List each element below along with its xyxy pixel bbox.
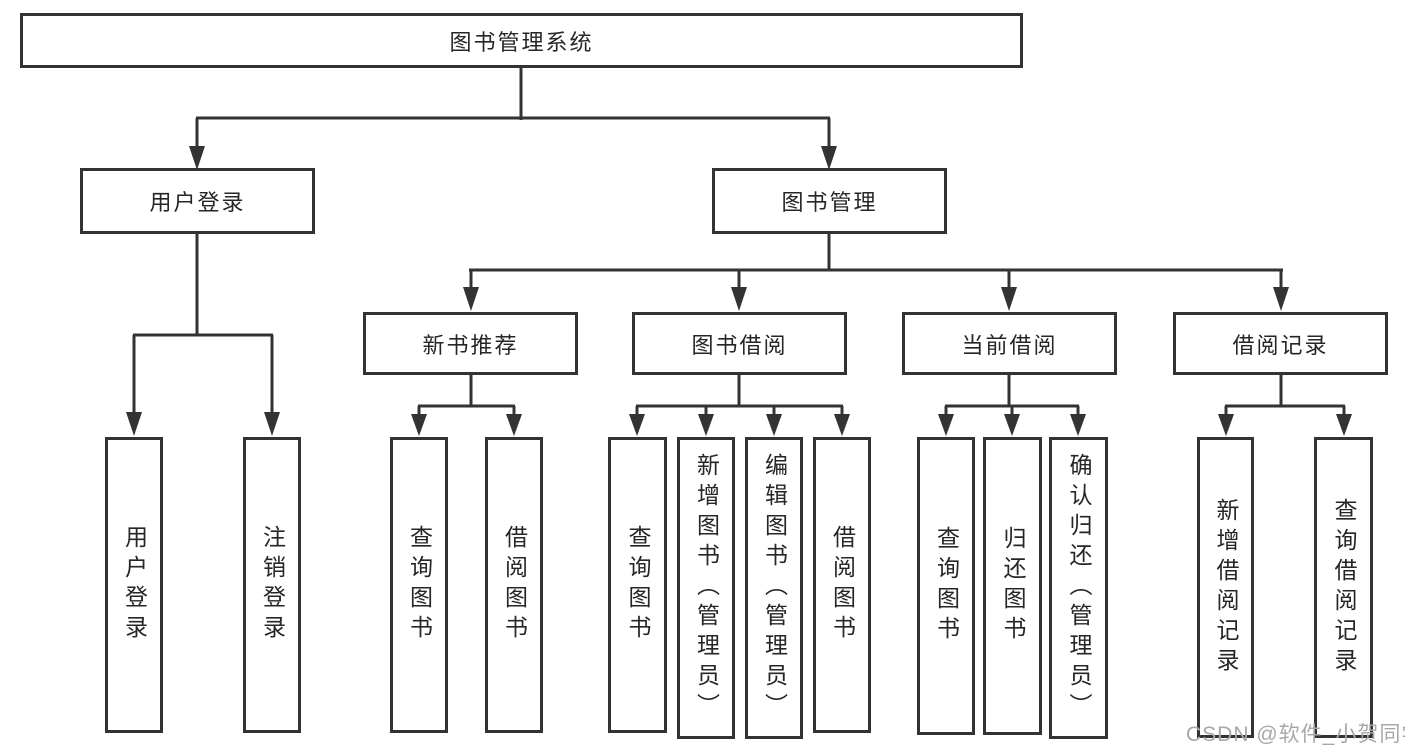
connector-user-login-children <box>126 234 280 436</box>
connector-root-to-level2 <box>189 68 837 170</box>
leaf-query-books: 查询图书 <box>390 437 448 733</box>
watermark-text: CSDN @软件_小贺同学 <box>1186 723 1405 746</box>
node-current-borrowing: 当前借阅 <box>902 312 1117 375</box>
leaf-return-books: 归还图书 <box>983 437 1042 735</box>
leaf-add-book-admin: 新增图书（管理员） <box>677 437 735 739</box>
leaf-add-borrow-record: 新增借阅记录 <box>1197 437 1254 738</box>
leaf-query-books: 查询图书 <box>917 437 975 735</box>
connector-current-borrowing-children <box>938 375 1086 436</box>
connector-borrowing-records-children <box>1218 375 1352 436</box>
leaf-query-borrow-record: 查询借阅记录 <box>1314 437 1373 738</box>
leaf-borrow-books: 借阅图书 <box>813 437 871 733</box>
node-borrowing-records: 借阅记录 <box>1173 312 1388 375</box>
connector-new-book-children <box>411 375 522 436</box>
connector-book-management-children <box>463 234 1289 311</box>
leaf-borrow-books: 借阅图书 <box>485 437 543 733</box>
leaf-query-books: 查询图书 <box>608 437 667 733</box>
leaf-logout: 注销登录 <box>243 437 301 733</box>
leaf-user-login: 用户登录 <box>105 437 163 733</box>
node-root-library-management-system: 图书管理系统 <box>20 13 1023 68</box>
leaf-edit-book-admin: 编辑图书（管理员） <box>745 437 803 739</box>
node-user-login: 用户登录 <box>80 168 315 234</box>
node-new-book-recommendation: 新书推荐 <box>363 312 578 375</box>
connector-book-borrowing-children <box>629 375 850 436</box>
node-book-management: 图书管理 <box>712 168 947 234</box>
leaf-confirm-return-admin: 确认归还（管理员） <box>1049 437 1108 739</box>
node-book-borrowing: 图书借阅 <box>632 312 847 375</box>
